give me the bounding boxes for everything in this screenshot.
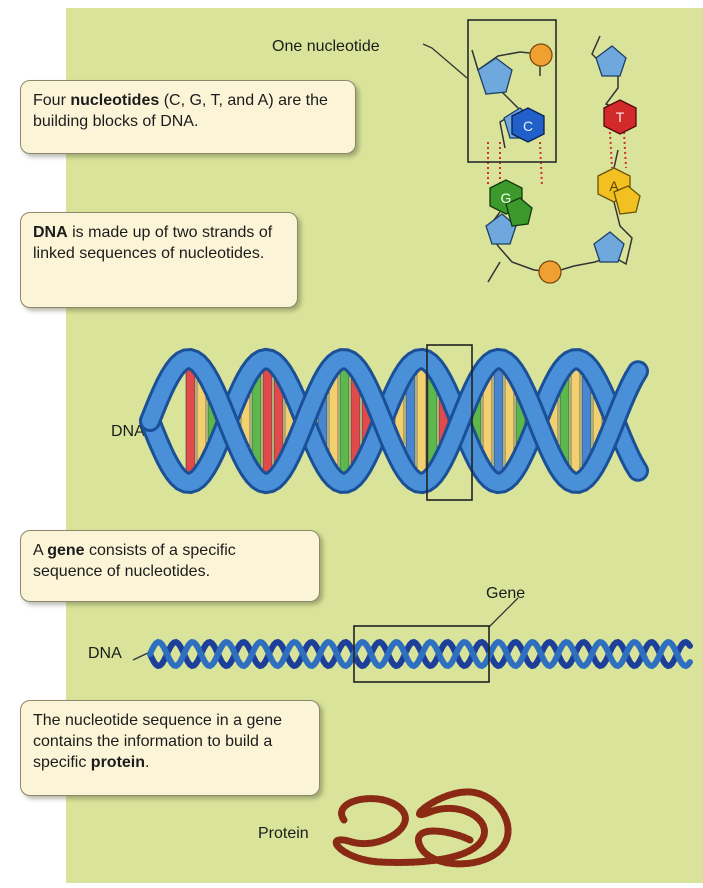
protein-chain: [0, 0, 703, 888]
